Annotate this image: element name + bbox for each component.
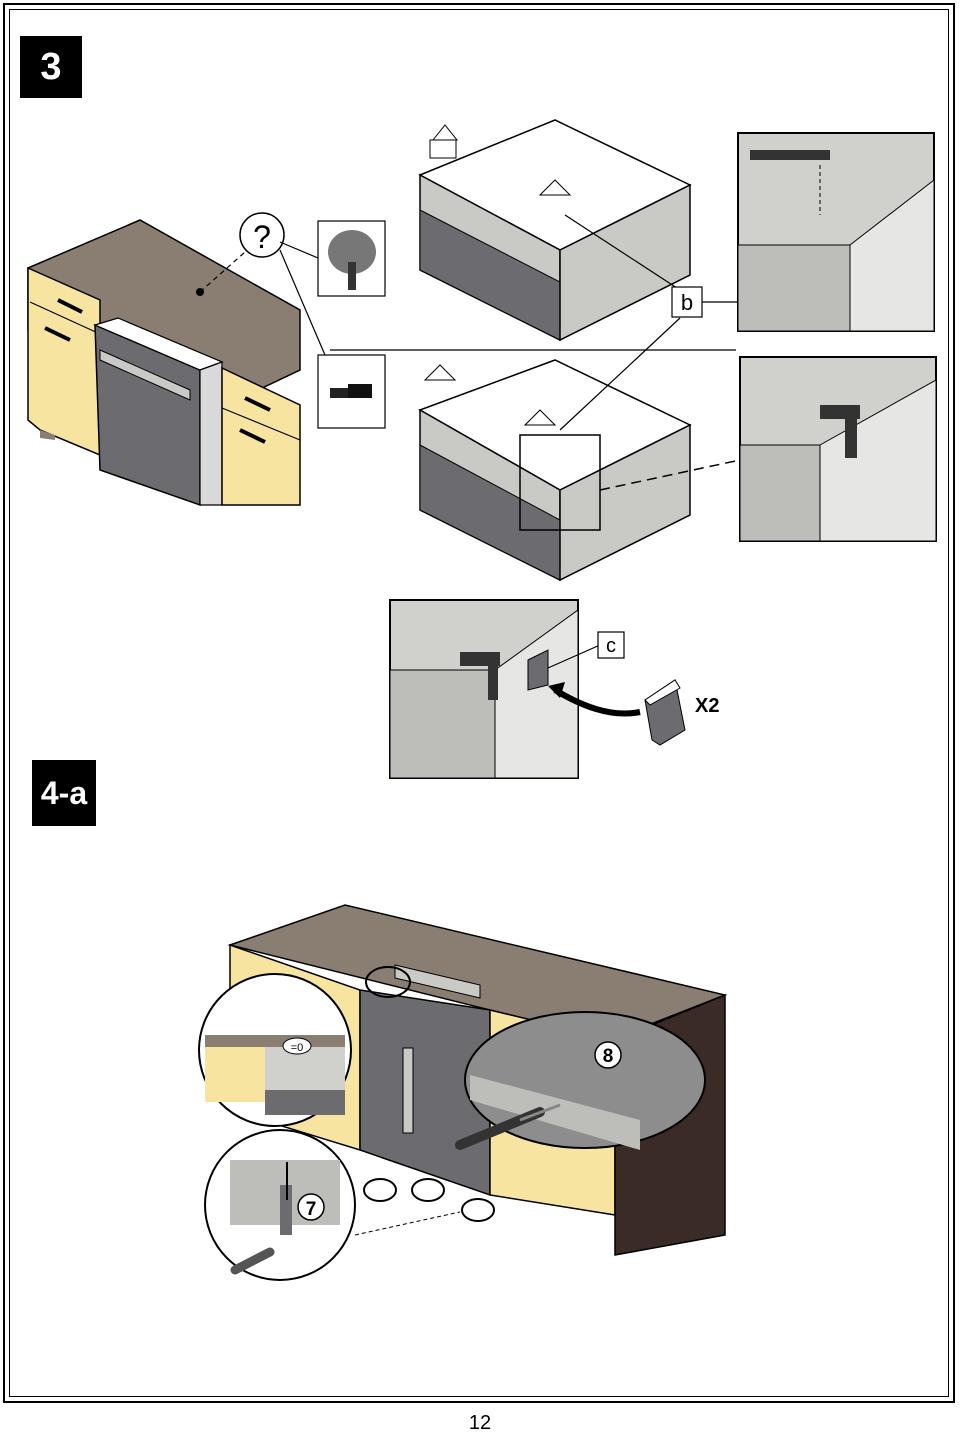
step-8-label: 8 (603, 1046, 614, 1067)
callout-b: b (681, 290, 693, 315)
installed-dishwasher-illustration: =0 8 7 (198, 904, 728, 1281)
step-4a-badge: 4-a (32, 760, 96, 826)
gap-zero-label: =0 (291, 1042, 304, 1054)
detail-b-top (737, 132, 935, 332)
dishwasher-top-view-2 (418, 359, 692, 582)
page-border-inner (9, 9, 949, 1397)
x2-label: X2 (695, 695, 719, 717)
protective-strip-icon (644, 679, 686, 746)
dishwasher-top-view-1 (418, 119, 692, 342)
detail-b-bottom (739, 356, 937, 542)
block-icon (330, 384, 372, 398)
screwdriver-icon (455, 1103, 561, 1150)
page-number: 12 (468, 1412, 492, 1434)
arrow-icon (553, 687, 641, 717)
kitchen-cabinet-illustration: ? (27, 212, 736, 507)
spirit-level-icon (394, 964, 481, 999)
tree-icon (328, 230, 376, 290)
detail-c (389, 599, 579, 779)
step-3-badge: 3 (20, 36, 82, 98)
question-callout: ? (253, 219, 271, 255)
callout-c: c (606, 635, 616, 657)
screwdriver-icon (230, 1247, 275, 1275)
page-border-outer (3, 3, 955, 1403)
step-7-label: 7 (306, 1199, 317, 1220)
